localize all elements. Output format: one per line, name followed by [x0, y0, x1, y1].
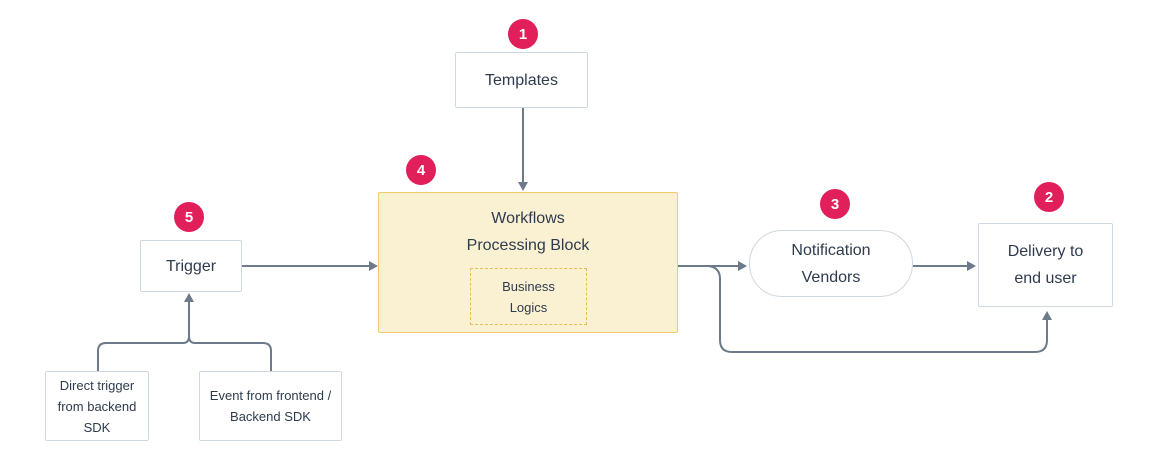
delivery-line2: end user: [1014, 270, 1077, 287]
delivery-line1: Delivery to: [1007, 243, 1084, 260]
arrowhead-into-vendors: [738, 261, 747, 271]
arrowhead-into-delivery-left: [967, 261, 976, 271]
templates-label: Templates: [485, 71, 558, 89]
arrowhead-into-delivery-bottom: [1042, 311, 1052, 320]
node-event-frontend-backend-sdk: Event from frontend / Backend SDK: [199, 371, 342, 441]
step-badge-1: 1: [508, 19, 538, 49]
business-logics-line1: Business: [502, 278, 555, 294]
step-badge-3: 3: [820, 189, 850, 219]
arrowhead-into-trigger-bottom: [184, 293, 194, 302]
node-business-logics: Business Logics: [470, 268, 587, 325]
business-logics-line2: Logics: [509, 299, 548, 315]
node-delivery-to-end-user: Delivery to end user: [978, 223, 1113, 307]
arrowhead-into-workflows-left: [369, 261, 378, 271]
node-direct-trigger-backend-sdk: Direct trigger from backend SDK: [45, 371, 149, 441]
vendors-line2: Vendors: [801, 268, 861, 286]
node-templates: Templates: [455, 52, 588, 108]
direct-trigger-line3: SDK: [83, 419, 111, 435]
step-badge-5: 5: [174, 202, 204, 232]
connector-direct-trigger-merge: [97, 299, 190, 371]
step-badge-4: 4: [406, 155, 436, 185]
connector-event-merge: [188, 335, 272, 371]
event-source-line1: Event from frontend /: [209, 388, 332, 403]
direct-trigger-line1: Direct trigger: [59, 377, 135, 393]
node-trigger: Trigger: [140, 240, 242, 292]
trigger-label: Trigger: [165, 257, 217, 275]
connector-bypass-to-delivery: [707, 265, 1048, 353]
vendors-line1: Notification: [791, 241, 871, 259]
arrowhead-into-workflows-top: [518, 182, 528, 191]
node-workflows-processing-block: Workflows Processing Block Business Logi…: [378, 192, 678, 333]
step-badge-2: 2: [1034, 182, 1064, 212]
direct-trigger-line2: from backend: [57, 398, 137, 414]
event-source-line2: Backend SDK: [230, 409, 311, 424]
node-notification-vendors: Notification Vendors: [749, 230, 913, 297]
workflows-title-line1: Workflows: [491, 210, 565, 227]
workflows-title-line2: Processing Block: [466, 237, 590, 254]
